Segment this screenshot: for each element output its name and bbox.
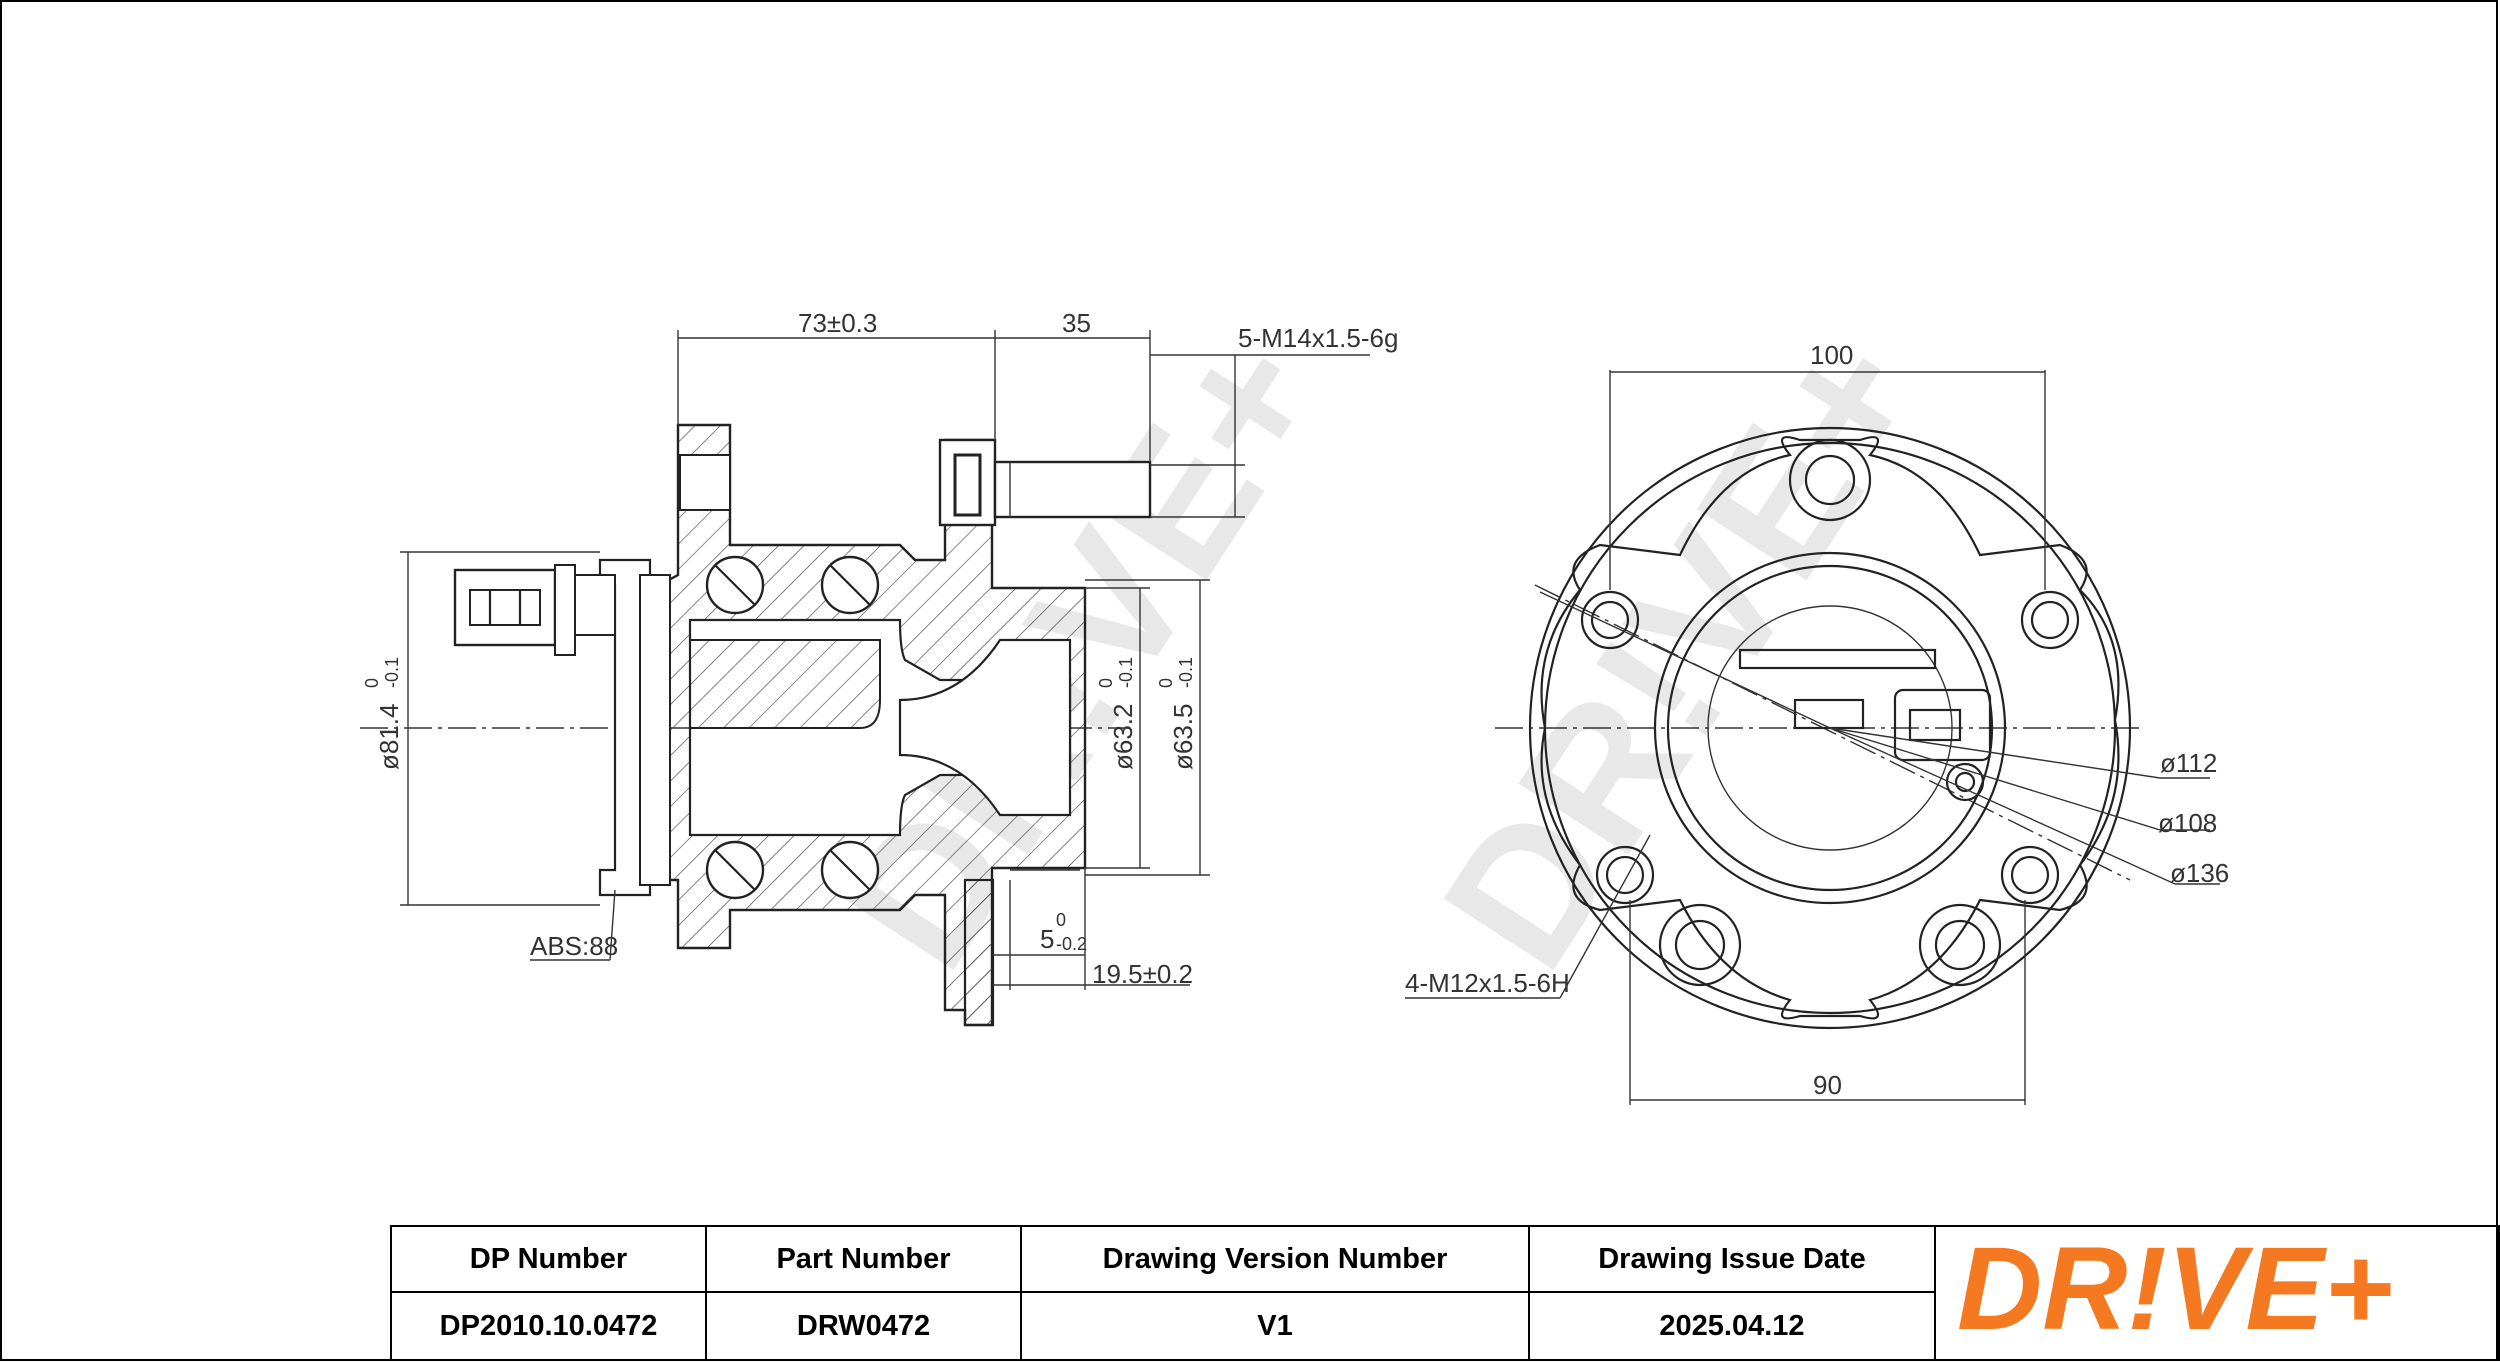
front-leaders	[1405, 370, 2220, 1105]
dim-pilot2-group: ø63.5 0 -0.1	[1156, 657, 1198, 770]
value-issue-date: 2025.04.12	[1528, 1291, 1936, 1361]
dim-stud-thread: 5-M14x1.5-6g	[1238, 323, 1398, 353]
header-dp-number: DP Number	[390, 1225, 707, 1293]
header-part-number: Part Number	[705, 1225, 1022, 1293]
dim-flange-width: 19.5±0.2	[1092, 959, 1193, 989]
dim-pilot1-tol-bottom: -0.1	[1116, 657, 1136, 688]
header-drawing-version: Drawing Version Number	[1020, 1225, 1530, 1293]
value-part-number: DRW0472	[705, 1291, 1022, 1361]
flange-lower	[963, 878, 995, 1027]
dim-abs-label: ABS:88	[530, 931, 618, 961]
front-sensor	[1738, 648, 1992, 802]
dim-hub-length: 73±0.3	[798, 308, 877, 338]
dim-d136: ø136	[2170, 858, 2229, 888]
title-block: DP Number Part Number Drawing Version Nu…	[390, 1223, 2500, 1363]
dim-pilot1: ø63.2	[1108, 704, 1138, 771]
dim-abs-diameter-group: ø81.4 0 -0.1	[362, 657, 404, 770]
dim-bolt-spacing-top: 100	[1810, 340, 1853, 370]
dim-abs-tol-top: 0	[362, 678, 382, 688]
value-dp-number: DP2010.10.0472	[390, 1291, 707, 1361]
stud-holes	[1580, 438, 2080, 987]
dim-flange-offset-group: 5 0 -0.2	[1040, 910, 1087, 954]
section-view: 73±0.3 35 5-M14x1.5-6g ø81.4 0 -0.1 ø63.…	[360, 308, 1398, 1027]
abs-sensor	[453, 564, 616, 656]
hub-circle	[1653, 551, 2007, 905]
wheel-stud	[938, 438, 1152, 527]
dim-stud-length: 35	[1062, 308, 1091, 338]
dim-pilot2: ø63.5	[1168, 704, 1198, 771]
dim-d112: ø112	[2160, 748, 2217, 778]
inner-ring	[689, 639, 881, 729]
brand-logo: DR!VE+	[1957, 1223, 2393, 1355]
bore-circle	[1707, 605, 1953, 851]
flange-bolt-hole	[679, 454, 731, 511]
bearing-balls	[705, 555, 880, 900]
dim-flange-tol-top: 0	[1056, 910, 1066, 930]
dim-pilot2-tol-bottom: -0.1	[1176, 657, 1196, 688]
dim-mount-thread: 4-M12x1.5-6H	[1405, 968, 1570, 998]
dim-flange-offset: 5	[1040, 924, 1054, 954]
dim-abs-tol-bottom: -0.1	[382, 657, 402, 688]
dim-pilot1-tol-top: 0	[1096, 678, 1116, 688]
front-view: 100 90 ø112 ø108 ø136 4-M12x1.5-6H	[1405, 340, 2229, 1105]
brand-logo-text: DR!VE+	[1957, 1234, 2393, 1344]
dim-pilot1-group: ø63.2 0 -0.1	[1096, 657, 1138, 770]
header-issue-date: Drawing Issue Date	[1528, 1225, 1936, 1293]
flange-outline	[1540, 436, 2120, 1020]
dim-flange-tol-bottom: -0.2	[1056, 934, 1087, 954]
outer-flange-circle	[1528, 426, 2132, 1030]
dim-abs-diameter: ø81.4	[374, 704, 404, 771]
hub-circle-inner	[1666, 564, 1994, 892]
dim-bolt-spacing-bottom: 90	[1813, 1070, 1842, 1100]
value-drawing-version: V1	[1020, 1291, 1530, 1361]
dim-d108: ø108	[2158, 808, 2217, 838]
abs-ring	[639, 574, 671, 886]
info-table: DP Number Part Number Drawing Version Nu…	[390, 1223, 2500, 1361]
logo-cell: DR!VE+	[1934, 1223, 2500, 1361]
dimension-lines	[400, 330, 1370, 990]
bore-flare	[898, 638, 1072, 817]
dim-pilot2-tol-top: 0	[1156, 678, 1176, 688]
